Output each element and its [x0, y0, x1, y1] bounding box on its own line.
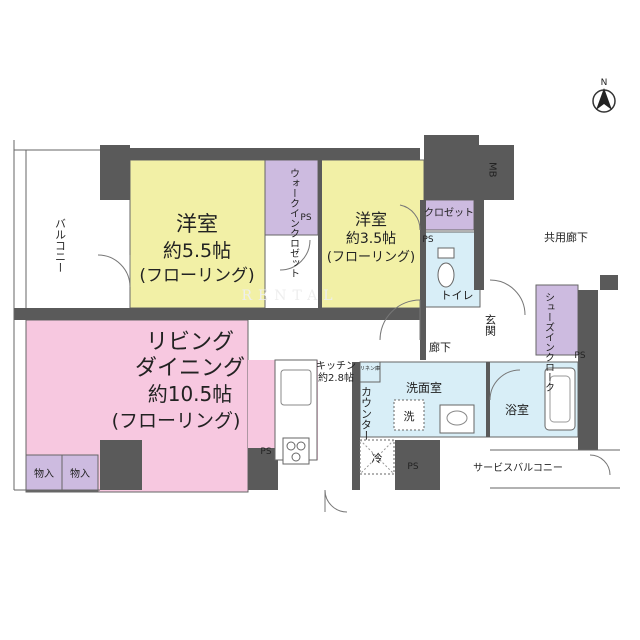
hall-label: 廊下	[429, 340, 451, 354]
western-room-2-floor	[319, 159, 425, 309]
western-room-1-name: 洋室	[176, 212, 218, 236]
ps-label-2: PS	[422, 235, 433, 245]
western-room-2-size: 約3.5帖	[346, 231, 396, 247]
washbasin	[439, 404, 475, 434]
ps-label-3: PS	[574, 351, 585, 361]
western-room-2-floor-type: (フローリング)	[327, 250, 415, 265]
washer-label: 洗	[404, 410, 415, 423]
kitchen-size: 約2.8帖	[318, 371, 354, 384]
western-room-1-size: 約5.5帖	[163, 240, 231, 262]
ps-label-5: PS	[407, 462, 418, 472]
living-line1: リビング	[146, 330, 234, 355]
storage-1-label: 物入	[34, 467, 54, 480]
ps-label-1: PS	[300, 213, 311, 223]
linen-label: リネン庫	[360, 365, 380, 372]
western-room-1-floor	[129, 159, 266, 309]
entrance-label: 玄関	[484, 313, 497, 336]
watermark: RENTAL	[242, 288, 339, 304]
shoes-closet-label: シューズインクローク	[543, 292, 555, 392]
bathroom-label: 浴室	[505, 402, 529, 417]
walls	[14, 135, 618, 490]
western-room-2-name: 洋室	[355, 210, 387, 229]
washroom-label: 洗面室	[406, 380, 442, 395]
linen-floor	[359, 361, 381, 383]
door-swings	[97, 204, 611, 513]
toilet-label: トイレ	[441, 289, 474, 302]
north-arrow-icon	[592, 88, 616, 113]
kitchen-name: キッチン	[316, 360, 356, 372]
storage-2-floor	[61, 454, 99, 492]
living-floor-type: (フローリング)	[112, 410, 241, 432]
storage-1-floor	[25, 454, 63, 492]
service-balcony-label: サービスバルコニー	[473, 462, 563, 474]
toilet-bowl	[437, 262, 455, 288]
kitchen-sink	[280, 369, 312, 406]
fridge-label: 冷	[372, 452, 383, 465]
north-label: N	[601, 78, 608, 88]
storage-2-label: 物入	[70, 467, 90, 480]
common-corridor-label: 共用廊下	[544, 230, 588, 244]
walkin-closet-label: ウォークインクロゼット	[288, 168, 300, 278]
ps-label-4: PS	[260, 447, 271, 457]
counter-label: カウンター	[360, 386, 373, 441]
stove-icon	[282, 437, 310, 465]
washer-box	[393, 399, 425, 431]
balcony-label: バルコニー	[54, 218, 67, 273]
shoes-closet-floor	[535, 284, 579, 356]
bathtub	[544, 367, 576, 431]
closet-label: クロゼット	[424, 207, 474, 219]
balcony-outline	[13, 140, 620, 491]
western-room-1-floor-type: (フローリング)	[139, 266, 254, 286]
living-line2: ダイニング	[135, 356, 245, 381]
living-size: 約10.5帖	[148, 382, 233, 406]
mb-label: MB	[487, 162, 498, 178]
